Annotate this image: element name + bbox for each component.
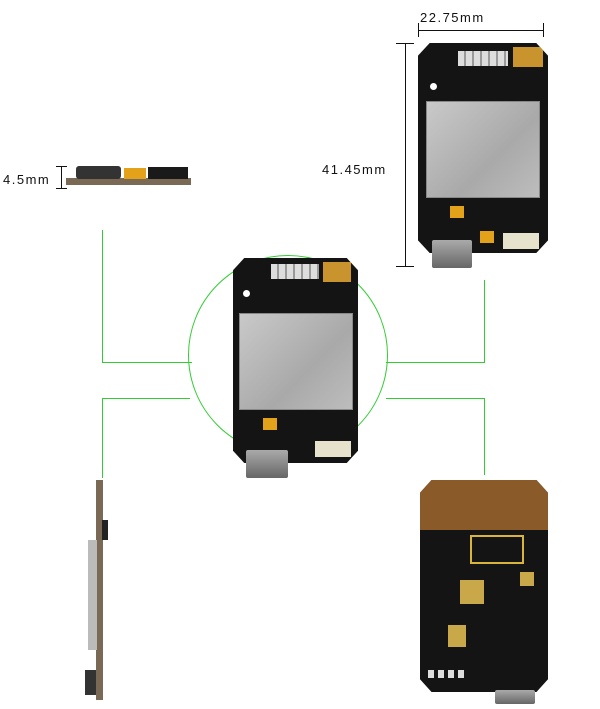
connector-line bbox=[102, 398, 103, 478]
thickness-dimension-tick bbox=[56, 166, 67, 167]
height-dimension-line bbox=[405, 43, 406, 267]
width-dimension-line bbox=[418, 30, 544, 31]
connector-line bbox=[102, 362, 192, 363]
height-dimension-tick bbox=[396, 266, 414, 267]
width-dimension-tick bbox=[543, 23, 544, 37]
height-label: 41.45mm bbox=[322, 162, 387, 177]
pcb-front-view-center bbox=[233, 258, 358, 463]
pcb-back-view bbox=[420, 480, 548, 692]
pcb-front-view-dimensioned bbox=[418, 43, 548, 253]
usb-port bbox=[246, 450, 288, 478]
connector-line bbox=[102, 230, 103, 363]
pcb-edge-view bbox=[85, 480, 110, 700]
connector-line bbox=[484, 398, 485, 475]
pcb-side-view bbox=[66, 164, 191, 188]
connector-line bbox=[386, 362, 485, 363]
usb-port bbox=[432, 240, 472, 268]
thickness-dimension-line bbox=[61, 166, 62, 188]
thickness-label: 4.5mm bbox=[3, 172, 51, 187]
connector-line bbox=[386, 398, 485, 399]
width-dimension-tick bbox=[418, 23, 419, 37]
height-dimension-tick bbox=[396, 43, 414, 44]
thickness-dimension-tick bbox=[56, 188, 67, 189]
width-label: 22.75mm bbox=[420, 10, 485, 25]
connector-line bbox=[484, 280, 485, 363]
usb-port bbox=[495, 690, 535, 704]
connector-line bbox=[102, 398, 190, 399]
